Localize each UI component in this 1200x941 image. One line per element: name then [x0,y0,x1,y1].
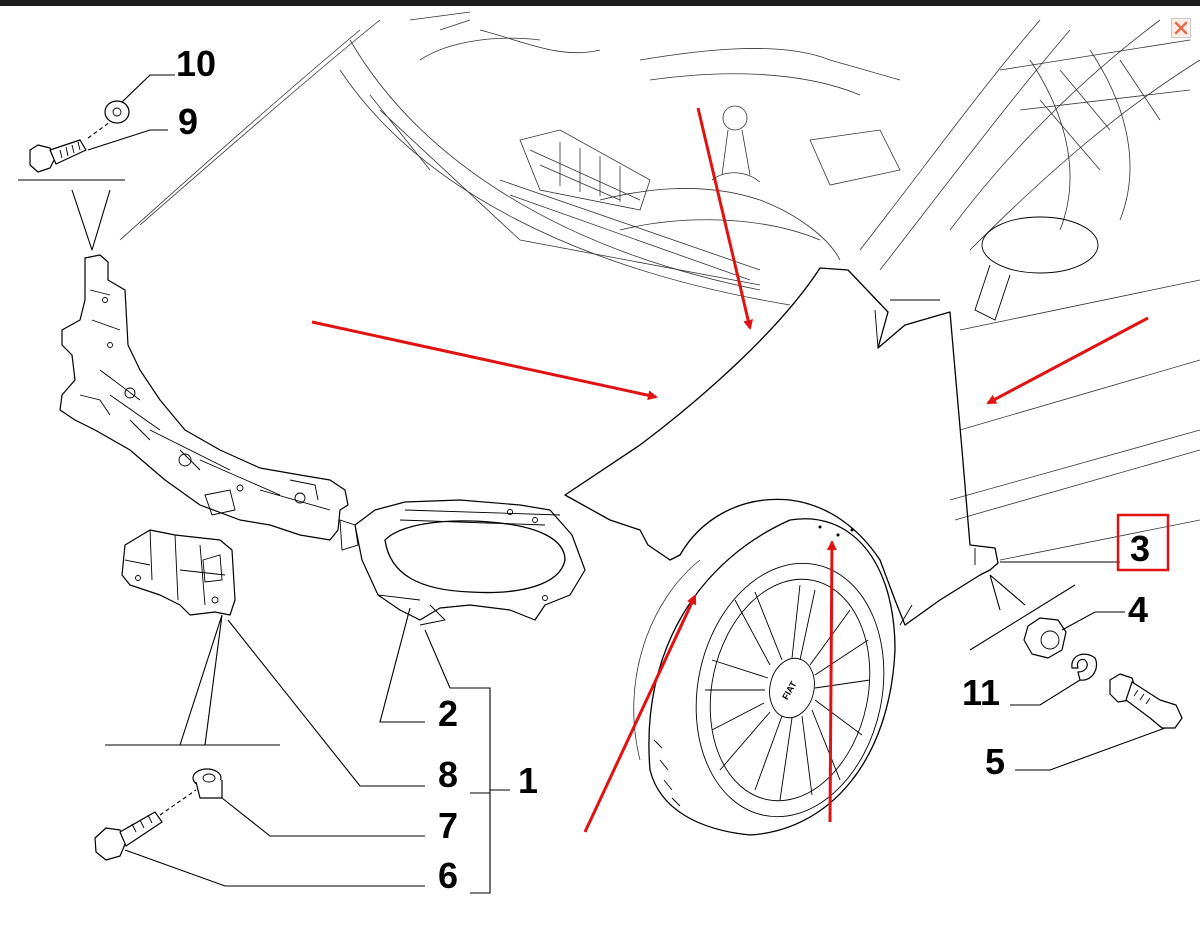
callout-4[interactable]: 4 [1128,589,1148,630]
red-arrow-3 [986,316,1149,405]
close-icon [1174,21,1188,35]
nut-part-4[interactable] [1023,617,1067,659]
washer-part-10[interactable] [104,100,130,124]
bush-part-7[interactable] [192,768,223,799]
callout-8[interactable]: 8 [438,754,458,795]
axis-line-9-10 [87,121,111,139]
callout-1[interactable]: 1 [518,760,538,801]
lock-washer-part-11[interactable] [1071,653,1098,681]
front-fender-part[interactable] [564,267,999,626]
car-body-outline [119,11,1200,761]
callout-6[interactable]: 6 [438,855,458,896]
red-arrow-4 [583,594,697,833]
callout-11[interactable]: 11 [962,672,1000,713]
callout-7[interactable]: 7 [438,805,458,846]
mounting-bracket [121,529,236,616]
bolt-part-6[interactable] [94,811,163,861]
wheel-emblem-text: FIAT [780,679,799,701]
bolt-part-5[interactable] [1109,673,1183,729]
callout-9[interactable]: 9 [178,101,198,142]
close-button[interactable] [1171,18,1191,38]
callout-3[interactable]: 3 [1130,528,1150,569]
window-top-bar [0,0,1200,6]
red-arrow-2 [696,107,754,330]
front-wheel: FIAT [648,518,896,836]
callout-2[interactable]: 2 [438,693,458,734]
red-annotation-arrows [311,107,1149,833]
callout-leaders [18,74,1166,894]
callout-5[interactable]: 5 [985,741,1005,782]
red-arrow-5 [826,540,837,823]
callout-numbers: 10 9 2 1 8 7 6 3 4 11 5 [176,43,1150,896]
front-crossmember [59,254,349,541]
highlight-box-callout-3 [1116,513,1170,572]
bolt-part-9[interactable] [29,139,87,173]
wheel-spokes [705,584,871,801]
headlamp-support [339,499,586,626]
callout-10[interactable]: 10 [176,43,216,84]
axis-line-6-7 [159,789,197,816]
red-arrow-1 [311,320,658,401]
